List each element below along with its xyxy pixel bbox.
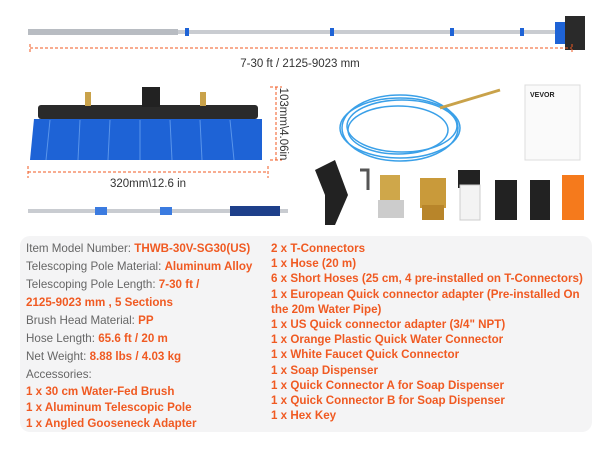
spec-label: Telescoping Pole Material: (26, 260, 165, 273)
accessory-item: 6 x Short Hoses (25 cm, 4 pre-installed … (271, 272, 583, 286)
dimension-line-pole (29, 44, 573, 52)
spec-label: Accessories: (26, 368, 92, 381)
spec-row: Telescoping Pole Material: Aluminum Allo… (26, 258, 276, 276)
accessories-column: 2 x T-Connectors 1 x Hose (20 m) 6 x Sho… (271, 241, 591, 423)
accessory-item: the 20m Water Pipe) (271, 302, 382, 316)
accessory-item: 1 x Orange Plastic Quick Water Connector (271, 333, 504, 347)
spec-label: Net Weight: (26, 350, 90, 363)
spec-label: Brush Head Material: (26, 314, 139, 327)
hose-coil (339, 88, 501, 162)
spec-row: Hose Length: 65.6 ft / 20 m (26, 330, 276, 348)
spec-value: 65.6 ft / 20 m (98, 332, 168, 345)
accessory-item: 1 x Angled Gooseneck Adapter (26, 417, 197, 430)
spec-value: 7-30 ft / (158, 278, 200, 291)
accessory-item: 1 x Soap Dispenser (271, 363, 378, 377)
spec-label: Hose Length: (26, 332, 99, 345)
accessory-item: 1 x European Quick connector adapter (Pr… (271, 287, 580, 301)
svg-text:VEVOR: VEVOR (530, 92, 555, 99)
spec-label: Telescoping Pole Length: (26, 278, 159, 291)
dimension-lines-brush (27, 86, 282, 178)
accessory-item: 1 x 30 cm Water-Fed Brush (26, 385, 175, 398)
brush-height-label: 103mm\4.06in (277, 87, 289, 161)
accessory-item: 1 x Hose (20 m) (271, 257, 357, 271)
specs-column: Item Model Number: THWB-30V-SG30(US) Tel… (26, 240, 276, 432)
spec-value: THWB-30V-SG30(US) (134, 242, 251, 255)
accessory-item: 1 x US Quick connector adapter (3/4" NPT… (271, 318, 506, 332)
spec-value: 8.88 lbs / 4.03 kg (89, 350, 182, 363)
spec-row: 2125-9023 mm , 5 Sections (26, 294, 276, 312)
spec-label: Item Model Number: (26, 242, 135, 255)
brush-head (30, 87, 262, 161)
spec-row: Net Weight: 8.88 lbs / 4.03 kg (26, 348, 276, 366)
spec-value: 2125-9023 mm , 5 Sections (26, 296, 173, 309)
product-illustration: VEVOR (27, 16, 585, 225)
accessory-item: 1 x Aluminum Telescopic Pole (26, 401, 192, 414)
telescopic-pole-extended (28, 16, 585, 50)
spec-row: Brush Head Material: PP (26, 312, 276, 330)
spec-value: Aluminum Alloy (164, 260, 253, 273)
spec-row: Accessories: (26, 366, 276, 384)
accessory-item: 1 x Hex Key (271, 409, 337, 423)
accessory-item: 1 x White Faucet Quick Connector (271, 348, 460, 362)
accessory-item: 1 x Quick Connector A for Soap Dispenser (271, 378, 505, 392)
spec-value: PP (138, 314, 154, 327)
telescopic-pole-collapsed (28, 206, 288, 216)
accessory-item: 1 x Quick Connector B for Soap Dispenser (271, 394, 505, 408)
brush-width-label: 320mm\12.6 in (109, 178, 187, 190)
specs-card: Item Model Number: THWB-30V-SG30(US) Tel… (20, 236, 592, 432)
accessories-images (315, 160, 584, 225)
spec-row: Item Model Number: THWB-30V-SG30(US) (26, 240, 276, 258)
accessory-item: 2 x T-Connectors (271, 242, 366, 255)
spec-row: Telescoping Pole Length: 7-30 ft / (26, 276, 276, 294)
manual-booklet: VEVOR (524, 84, 581, 161)
pole-length-label: 7-30 ft / 2125-9023 mm (240, 58, 360, 70)
